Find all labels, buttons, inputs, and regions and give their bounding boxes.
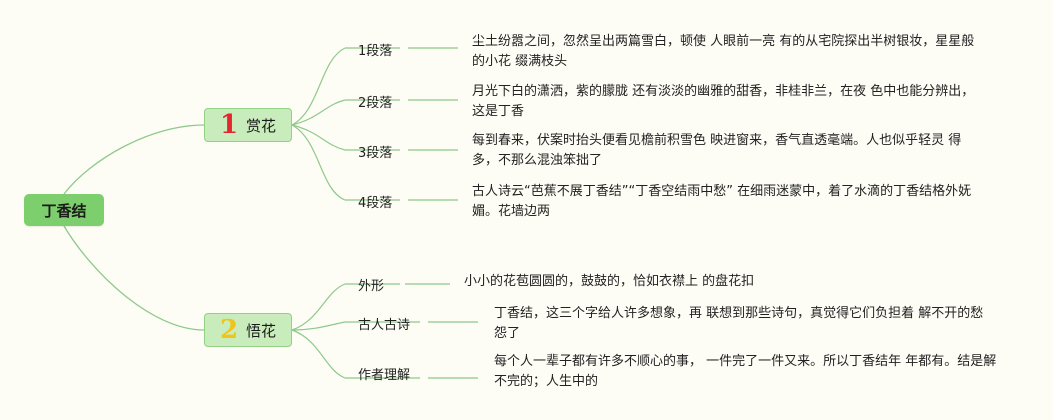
subtopic-1-2[interactable]: 2段落 [358,96,393,111]
note-2-3: 每个人一辈子都有许多不顺心的事， 一件完了一件又来。所以丁香结年 年都有。结是解… [494,354,997,389]
link-b1-3 [291,124,346,151]
subtopic-2-1[interactable]: 外形 [358,279,385,294]
link-b1-4 [291,124,346,201]
subtopic-2-2[interactable]: 古人古诗 [358,318,411,333]
subtopic-2-3[interactable]: 作者理解 [358,368,411,383]
link-b1-2 [291,99,346,126]
note-2-1: 小小的花苞圆圆的，鼓鼓的，恰如衣襟上 的盘花扣 [464,274,755,289]
note-1-1: 尘土纷嚣之间，忽然呈出两篇雪白，顿使 人眼前一亮 有的从宅院探出半树银妆，星星般… [472,34,975,69]
branch-number-2: 2 [219,315,239,345]
link-root-branch-1 [63,124,205,195]
branch-label-2: 悟花 [246,321,277,340]
branch-node-1[interactable]: 1 赏花 [204,108,292,142]
root-node[interactable]: 丁香结 [24,194,104,226]
branch-node-2[interactable]: 2 悟花 [204,313,292,347]
note-1-3: 每到春来，伏案时抬头便看见檐前积雪色 映进窗来，香气直透毫端。人也似乎轻灵 得多… [472,133,962,168]
link-b2-2 [291,321,346,331]
note-2-2: 丁香结，这三个字给人许多想象，再 联想到那些诗句，真觉得它们负担着 解不开的愁怨… [494,306,984,341]
branch-number-1: 1 [219,110,239,140]
link-root-branch-2 [63,225,205,331]
branch-label-1: 赏花 [246,116,277,135]
root-label: 丁香结 [41,201,87,220]
note-1-2: 月光下白的潇洒，紫的朦胧 还有淡淡的幽雅的甜香，非桂非兰，在夜 色中也能分辨出，… [472,84,975,119]
link-b2-1 [291,283,346,331]
link-b2-3 [291,329,346,379]
subtopic-1-1[interactable]: 1段落 [358,44,393,59]
subtopic-1-4[interactable]: 4段落 [358,196,393,211]
link-b1-1 [291,47,346,126]
note-1-4: 古人诗云“芭蕉不展丁香结”“丁香空结雨中愁” 在细雨迷蒙中，着了水滴的丁香结格外… [472,184,972,219]
subtopic-1-3[interactable]: 3段落 [358,146,393,161]
